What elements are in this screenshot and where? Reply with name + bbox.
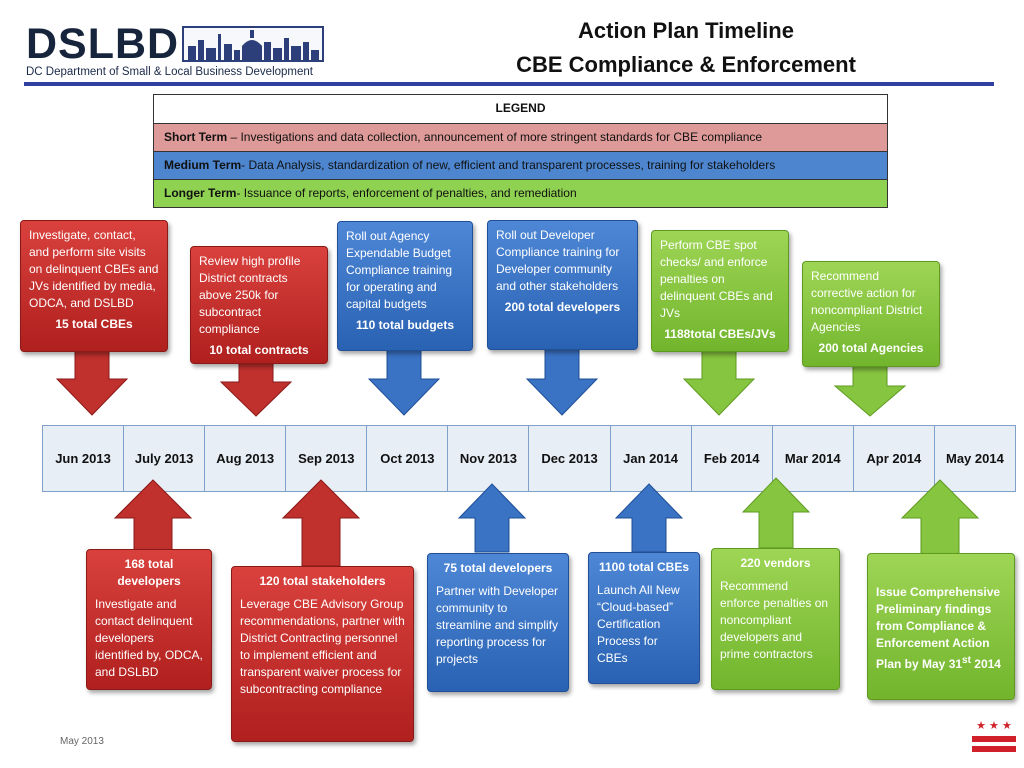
timeline-month: Apr 2014 [852, 426, 934, 491]
timeline-month: Dec 2013 [528, 426, 609, 491]
legend-heading: LEGEND [154, 95, 887, 123]
box-total: 120 total stakeholders [259, 574, 386, 588]
box-text: Issue Comprehensive Preliminary findings… [876, 584, 1006, 673]
longer-term-box-spot-checks: Perform CBE spot checks/ and enforce pen… [651, 230, 789, 352]
header-divider [24, 82, 994, 86]
legend-medium-term: Medium Term- Data Analysis, standardizat… [154, 151, 887, 179]
box-total: 1100 total CBEs [598, 560, 690, 574]
legend-medium-text: - Data Analysis, standardization of new,… [241, 158, 776, 172]
box-text: Partner with Developer community to stre… [436, 584, 559, 666]
down-arrow-icon [833, 359, 907, 417]
timeline-bar: Jun 2013 July 2013 Aug 2013 Sep 2013 Oct… [42, 425, 1016, 492]
down-arrow-icon [55, 344, 129, 416]
medium-term-box-cloud-certification: 1100 total CBEs Launch All New “Cloud-ba… [588, 552, 700, 684]
box-text-year: 2014 [970, 657, 1001, 671]
longer-term-box-comprehensive-findings: Issue Comprehensive Preliminary findings… [867, 553, 1015, 700]
legend: LEGEND Short Term – Investigations and d… [153, 94, 888, 208]
box-text: Launch All New “Cloud-based” Certificati… [597, 583, 680, 665]
short-term-box-contract-review: Review high profile District contracts a… [190, 246, 328, 364]
timeline-month: Jun 2013 [55, 450, 111, 466]
box-total: 200 total developers [504, 300, 621, 314]
legend-short-term: Short Term – Investigations and data col… [154, 123, 887, 151]
flag-stars: ★ ★ ★ [976, 720, 1012, 732]
capitol-skyline-icon [188, 30, 319, 60]
page-title: Action Plan Timeline [578, 18, 794, 43]
up-arrow-icon [457, 483, 527, 553]
timeline-month: July 2013 [123, 426, 204, 491]
down-arrow-icon [367, 344, 441, 416]
timeline-month: Mar 2014 [771, 426, 853, 491]
box-text: Review high profile District contracts a… [199, 254, 301, 336]
box-total: 15 total CBEs [55, 317, 133, 331]
medium-term-box-developer-partnership: 75 total developers Partner with Develop… [427, 553, 569, 692]
box-total: 1188total CBEs/JVs [664, 327, 776, 341]
box-total: 75 total developers [443, 561, 553, 575]
timeline-month: Jan 2014 [609, 426, 691, 491]
box-text: Leverage CBE Advisory Group recommendati… [240, 597, 405, 696]
box-total: 200 total Agencies [818, 341, 924, 355]
box-total: 110 total budgets [355, 318, 455, 332]
box-total: 168 total developers [117, 557, 181, 588]
up-arrow-icon [614, 483, 684, 553]
box-total: 10 total contracts [209, 343, 309, 357]
down-arrow-icon [682, 344, 756, 416]
flag-stripe [972, 736, 1016, 742]
legend-long-label: Longer Term [164, 186, 237, 200]
logo-skyline-icon [182, 26, 324, 62]
legend-longer-term: Longer Term- Issuance of reports, enforc… [154, 179, 887, 207]
box-text: Roll out Agency Expendable Budget Compli… [346, 229, 453, 311]
longer-term-box-corrective-action: Recommend corrective action for noncompl… [802, 261, 940, 367]
medium-term-box-developer-training: Roll out Developer Compliance training f… [487, 220, 638, 350]
up-arrow-icon [113, 479, 193, 553]
longer-term-box-vendor-penalties: 220 vendors Recommend enforce penalties … [711, 548, 840, 690]
flag-stripe [972, 746, 1016, 752]
short-term-box-delinquent-developers: 168 total developers Investigate and con… [86, 549, 212, 690]
box-text: Roll out Developer Compliance training f… [496, 228, 620, 293]
short-term-box-cbe-site-visits: Investigate, contact, and perform site v… [20, 220, 168, 352]
box-text: Recommend enforce penalties on noncompli… [720, 579, 829, 661]
logo-subtitle: DC Department of Small & Local Business … [26, 66, 313, 78]
footer-date: May 2013 [60, 736, 104, 747]
up-arrow-icon [900, 479, 980, 557]
legend-short-label: Short Term [164, 130, 228, 144]
box-text: Investigate, contact, and perform site v… [29, 228, 159, 310]
legend-medium-label: Medium Term [164, 158, 242, 172]
legend-long-text: - Issuance of reports, enforcement of pe… [236, 186, 577, 200]
page-subtitle: CBE Compliance & Enforcement [516, 52, 856, 77]
box-text-main: Issue Comprehensive Preliminary findings… [876, 585, 1001, 671]
timeline-month: May 2014 [933, 426, 1015, 491]
box-total: 220 vendors [740, 556, 811, 570]
timeline-month: Aug 2013 [204, 426, 285, 491]
down-arrow-icon [525, 344, 599, 416]
medium-term-box-budget-training: Roll out Agency Expendable Budget Compli… [337, 221, 473, 351]
box-text-sup: st [962, 655, 971, 666]
box-text: Recommend corrective action for noncompl… [811, 269, 923, 334]
box-text: Investigate and contact delinquent devel… [95, 597, 203, 679]
timeline-month: Nov 2013 [447, 426, 528, 491]
logo-wordmark: DSLBD [26, 20, 180, 68]
dc-flag-icon: ★ ★ ★ [972, 720, 1016, 756]
up-arrow-icon [741, 477, 811, 549]
legend-short-text: – Investigations and data collection, an… [227, 130, 763, 144]
up-arrow-icon [281, 479, 361, 567]
short-term-box-stakeholders: 120 total stakeholders Leverage CBE Advi… [231, 566, 414, 742]
timeline-month: Feb 2014 [690, 426, 772, 491]
timeline-month: Oct 2013 [366, 426, 447, 491]
timeline-month: Sep 2013 [285, 426, 366, 491]
box-text: Perform CBE spot checks/ and enforce pen… [660, 238, 773, 320]
